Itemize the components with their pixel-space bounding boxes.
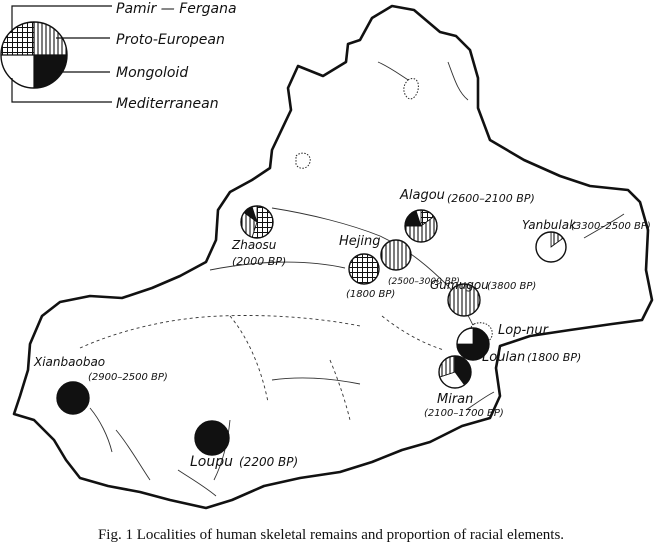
pie-outline (404, 209, 438, 243)
site-marker-xianbaobao (56, 381, 90, 415)
site-name-xianbaobao: Xianbaobao (33, 355, 105, 369)
pie-outline (56, 381, 90, 415)
site-name-gumugou: Gumugou (430, 278, 489, 292)
lake-north (403, 77, 419, 100)
site-date-hejing-1: (1800 BP) (346, 289, 395, 300)
site-date-yanbulak: (3300–2500 BP) (571, 221, 651, 232)
pie-outline (438, 355, 472, 389)
site-date-loupu: (2200 BP) (239, 455, 298, 469)
legend-label-mongoloid: Mongoloid (116, 65, 188, 81)
region-outline (12, 4, 654, 510)
pie-outline (447, 283, 481, 317)
site-name-hejing: Hejing (339, 234, 381, 249)
site-name-yanbulak: Yanbulak (522, 218, 577, 232)
boundaries (79, 315, 445, 421)
pie-outline (348, 253, 380, 285)
site-labels: Alagou (2600–2100 BP) Yanbulak (3300–250… (33, 188, 651, 470)
legend-label-proto-european: Proto-European (116, 32, 225, 48)
site-marker-alagou (404, 209, 438, 243)
site-date-xianbaobao: (2900–2500 BP) (88, 372, 168, 383)
pie-outline (240, 205, 274, 239)
site-marker-yanbulak (535, 231, 567, 263)
site-date-miran: (2100–1700 BP) (424, 408, 504, 419)
site-date-hejing-2: (2500–3000 BP) (388, 277, 460, 287)
site-marker-zhaosu (240, 205, 274, 239)
site-name-zhaosu: Zhaosu (231, 238, 277, 252)
site-name-lop-nur: Lop-nur (498, 323, 550, 338)
site-name-loulan: Loulan (482, 350, 525, 365)
site-markers (56, 205, 567, 456)
site-date-loulan: (1800 BP) (527, 351, 581, 364)
site-date-zhaosu: (2000 BP) (232, 255, 286, 268)
site-date-alagou: (2600–2100 BP) (447, 192, 535, 205)
figure-caption: Fig. 1 Localities of human skeletal rema… (97, 527, 565, 543)
site-name-loupu: Loupu (190, 454, 233, 470)
legend-label-pamir-fergana: Pamir — Fergana (116, 1, 237, 17)
legend-label-mediterranean: Mediterranean (116, 96, 219, 112)
site-name-alagou: Alagou (399, 188, 445, 203)
site-marker-lop-nur (456, 327, 490, 361)
legend-pie (0, 21, 68, 89)
pie-outline (535, 231, 567, 263)
pie-outline (194, 420, 230, 456)
pie-outline (380, 239, 412, 271)
map-figure: Pamir — Fergana Proto-European Mongoloid… (0, 1, 654, 510)
site-marker-hejing-1 (348, 253, 380, 285)
site-marker-hejing-2 (380, 239, 412, 271)
legend: Pamir — Fergana Proto-European Mongoloid… (0, 1, 237, 112)
site-marker-loupu (194, 420, 230, 456)
lake-central (295, 152, 311, 169)
pie-outline (456, 327, 490, 361)
site-name-miran: Miran (437, 392, 473, 407)
site-marker-miran (438, 355, 472, 389)
legend-pie-divider (1, 22, 67, 88)
site-marker-gumugou (447, 283, 481, 317)
legend-leaders (11, 5, 112, 103)
site-date-gumugou: (3800 BP) (487, 281, 536, 292)
